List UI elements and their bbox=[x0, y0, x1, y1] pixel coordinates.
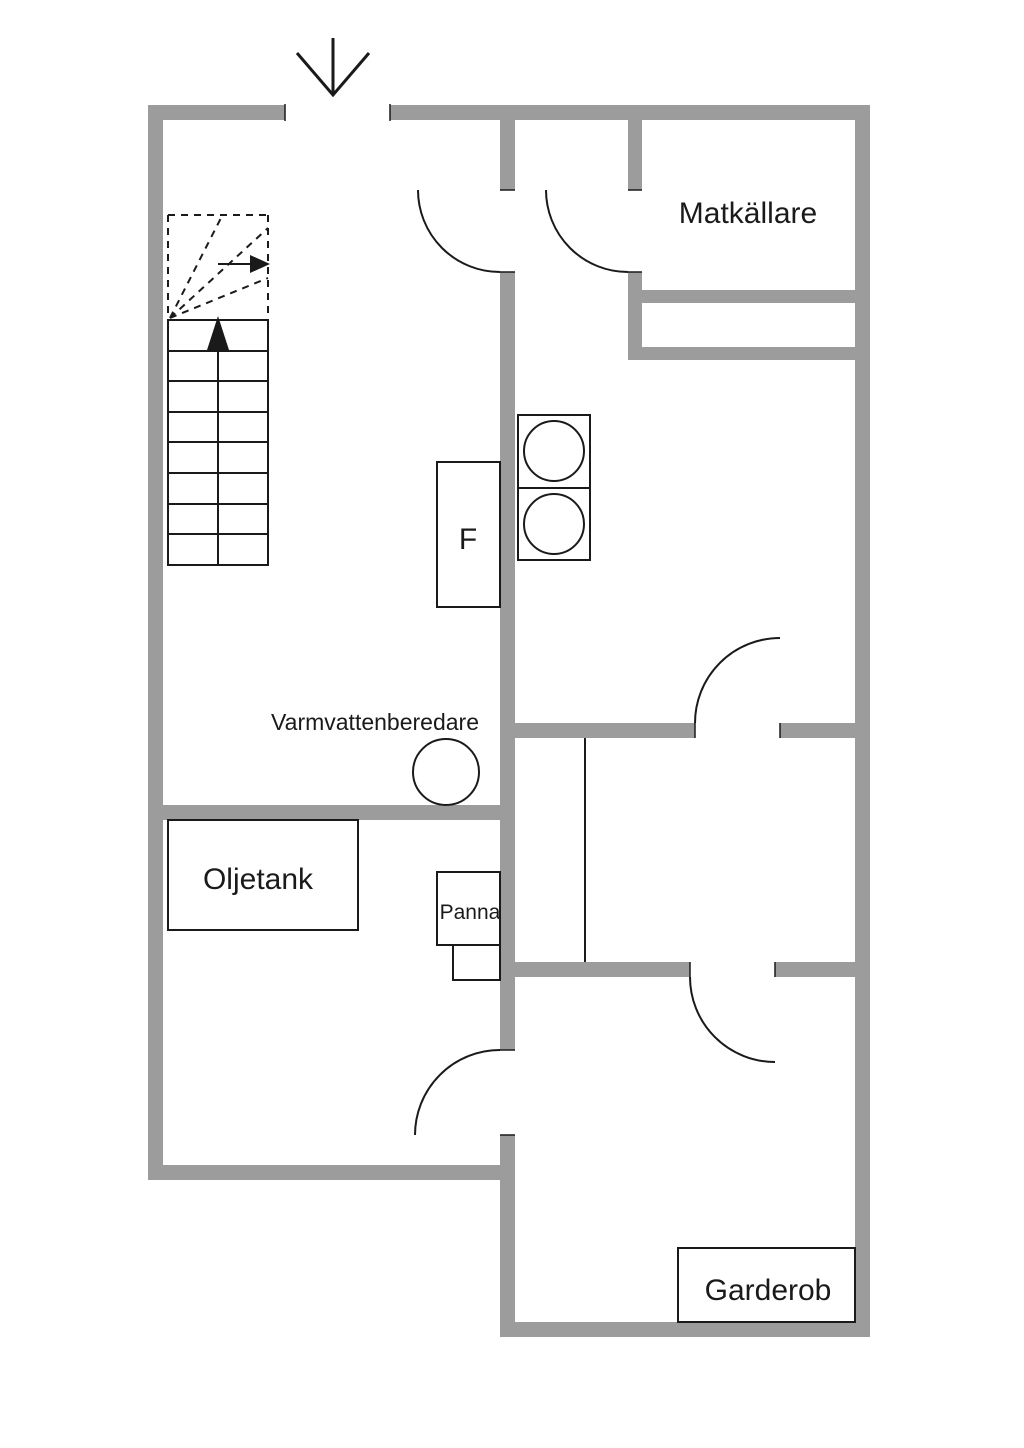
entrance-arrow-icon bbox=[295, 38, 371, 98]
door3-caps bbox=[694, 723, 781, 738]
wall-left bbox=[148, 105, 163, 1180]
wall-central-bottom bbox=[500, 1135, 515, 1337]
wall-cellar-left-bottom bbox=[628, 272, 642, 360]
door5-caps bbox=[500, 1049, 515, 1136]
door-swing-arc-mid-room bbox=[694, 637, 781, 724]
wall-cellar-outer-bottom bbox=[628, 347, 855, 360]
wall-mid-right-b bbox=[780, 723, 855, 738]
freezer-box bbox=[436, 461, 501, 608]
door-swing-arc-oiltank-room bbox=[414, 1049, 501, 1136]
hob-burner-bottom bbox=[523, 493, 585, 555]
door2-caps bbox=[628, 189, 642, 273]
wall-cellar-left-top bbox=[628, 105, 642, 190]
stairs-turn-arrow bbox=[250, 255, 270, 273]
wall-bottom-left-room bbox=[148, 1165, 515, 1180]
wall-central-middle bbox=[500, 272, 515, 1050]
wall-opening-caps bbox=[284, 104, 781, 1136]
wall-lower-right-a bbox=[515, 962, 690, 977]
stairs-up-arrow bbox=[207, 316, 229, 350]
wall-right bbox=[855, 105, 870, 1337]
door-swings bbox=[414, 189, 781, 1136]
stairs-dashed-winders bbox=[169, 215, 269, 319]
door-swing-arc-hall bbox=[417, 189, 501, 273]
wall-central-top bbox=[500, 105, 515, 190]
oil-tank-box bbox=[167, 819, 359, 931]
wall-bottom bbox=[500, 1322, 870, 1337]
matkallare-label: Matkällare bbox=[679, 197, 817, 230]
staircase bbox=[167, 214, 270, 566]
door-swing-arc-cellar bbox=[545, 189, 629, 273]
fixtures bbox=[167, 414, 856, 1323]
varmvattenberedare-label: Varmvattenberedare bbox=[271, 709, 479, 735]
wall-mid-right-a bbox=[515, 723, 695, 738]
boiler-sub-box bbox=[452, 944, 501, 981]
wardrobe-box bbox=[677, 1247, 856, 1323]
boiler-box bbox=[436, 871, 501, 946]
garderob-label: Garderob bbox=[705, 1274, 832, 1307]
door-swing-arc-lower-room bbox=[689, 976, 776, 1063]
freezer-label: F bbox=[459, 523, 477, 556]
panna-label: Panna bbox=[440, 901, 501, 924]
hob-burner-top bbox=[523, 420, 585, 482]
wall-cellar-inner-bottom bbox=[642, 290, 855, 303]
door4-caps bbox=[689, 962, 776, 977]
water-heater-circle bbox=[412, 738, 480, 806]
door1-caps bbox=[500, 189, 515, 273]
oljetank-label: Oljetank bbox=[203, 863, 314, 896]
wall-oiltank-room bbox=[163, 805, 500, 820]
wall-lower-right-b bbox=[775, 962, 855, 977]
labels: Matkällare F Varmvattenberedare Oljetank… bbox=[203, 197, 831, 1307]
wall-top-left bbox=[148, 105, 285, 120]
walls bbox=[148, 105, 870, 1337]
entrance-arrow-head bbox=[295, 52, 371, 98]
